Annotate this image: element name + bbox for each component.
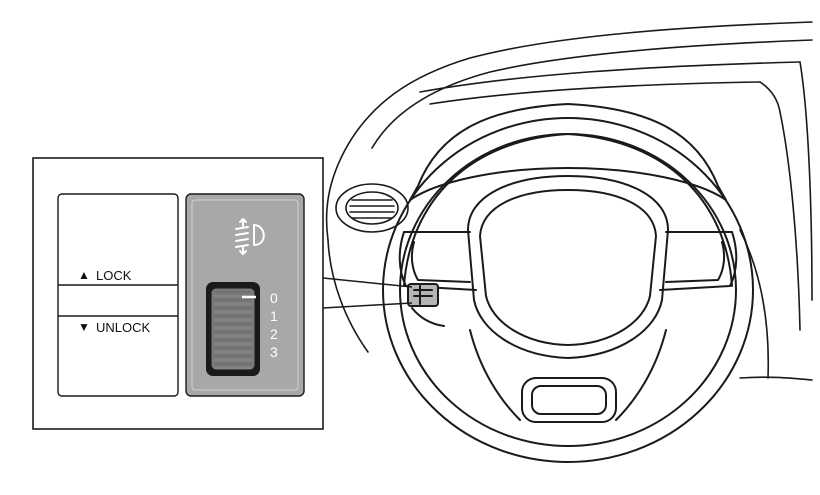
unlock-arrow: ▼	[78, 320, 90, 334]
lock-panel: ▲ LOCK ▼ UNLOCK	[57, 193, 179, 397]
lower-badge	[521, 377, 617, 423]
headlight-leveling-switch: 0 1 2 3	[185, 193, 305, 397]
position-1: 1	[270, 308, 278, 324]
dashboard	[325, 21, 813, 381]
lock-label: LOCK	[96, 268, 132, 283]
headlight-leveling-icon	[235, 218, 265, 255]
airbag-hub	[467, 175, 669, 359]
lock-arrow: ▲	[78, 268, 90, 282]
position-0: 0	[270, 290, 278, 306]
leveling-dial[interactable]	[210, 287, 256, 371]
air-vent	[335, 183, 409, 233]
steering-wheel	[382, 103, 754, 463]
position-2: 2	[270, 326, 278, 342]
unlock-label: UNLOCK	[96, 320, 151, 335]
right-spoke	[659, 231, 738, 291]
callout-lines	[322, 277, 413, 309]
position-3: 3	[270, 344, 278, 360]
